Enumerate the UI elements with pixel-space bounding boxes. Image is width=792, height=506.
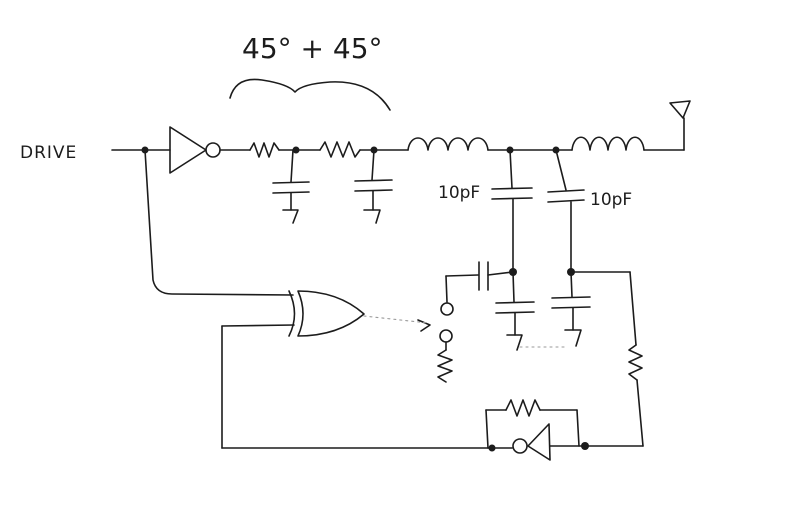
capacitor-c2-top — [354, 179, 393, 182]
switch-upper-lead — [445, 275, 448, 303]
bias-resistor-right-lead — [576, 409, 580, 447]
capacitor-10pf-right-top — [547, 189, 585, 193]
bottom-inverter-bubble — [512, 438, 528, 454]
sense-right-to-cap-wire — [570, 271, 573, 298]
return-lower-wire — [636, 379, 644, 447]
bias-resistor — [505, 399, 541, 417]
node2-to-c2-wire — [371, 149, 375, 181]
xor-gate-body — [297, 290, 365, 337]
return-resistor — [628, 344, 643, 381]
inductor-l1 — [407, 137, 489, 151]
node4-to-cap-wire — [555, 149, 567, 191]
drive-inverter-triangle — [169, 126, 207, 174]
capacitor-sense-left-top — [495, 301, 535, 304]
switch-contact-upper — [440, 302, 454, 316]
resistor-r1 — [249, 142, 280, 158]
inductor-l2 — [571, 136, 645, 151]
node1-to-c1-wire — [290, 149, 294, 183]
bottom-inverter-triangle — [527, 423, 551, 461]
ground-symbol-3 — [506, 334, 523, 351]
sense-left-to-cap-wire — [512, 271, 515, 303]
capacitor-sense-right-top — [551, 296, 591, 299]
switch-wiper-arrow — [417, 319, 431, 332]
xor-gate-input-arc — [288, 290, 296, 337]
drive-label: DRIVE — [20, 143, 77, 163]
capacitor-c1-top — [272, 181, 310, 184]
capacitor-sense-right-bottom — [551, 306, 591, 309]
drive-inverter-bubble — [205, 142, 221, 158]
phase-shift-label: 45° + 45° — [242, 32, 383, 65]
feedback-to-xor-wire — [221, 324, 295, 327]
capacitor-label-right: 10pF — [590, 190, 632, 210]
drive-to-xor-wire — [144, 149, 294, 296]
ground-symbol-2 — [363, 209, 381, 224]
capacitor-label-left: 10pF — [438, 183, 480, 203]
resistor-r2 — [319, 141, 361, 158]
capacitor-10pf-right-bottom — [547, 199, 585, 203]
xor-to-switch-dotted-wire — [363, 315, 429, 324]
capacitor-10pf-left-bottom — [491, 197, 533, 200]
capacitor-10pf-left-top — [491, 187, 533, 190]
antenna-icon — [669, 100, 691, 119]
switch-contact-lower — [439, 329, 453, 343]
bias-resistor-left-lead — [485, 409, 489, 449]
ground-symbol-4 — [564, 329, 582, 347]
node3-to-cap-wire — [509, 149, 513, 189]
switch-to-series-cap-wire — [445, 274, 479, 277]
return-upper-wire — [629, 271, 637, 346]
switch-pull-resistor — [437, 349, 453, 383]
ground-symbol-1 — [282, 209, 299, 224]
phase-brace — [229, 78, 391, 111]
series-cap-to-sense-wire — [487, 271, 514, 276]
